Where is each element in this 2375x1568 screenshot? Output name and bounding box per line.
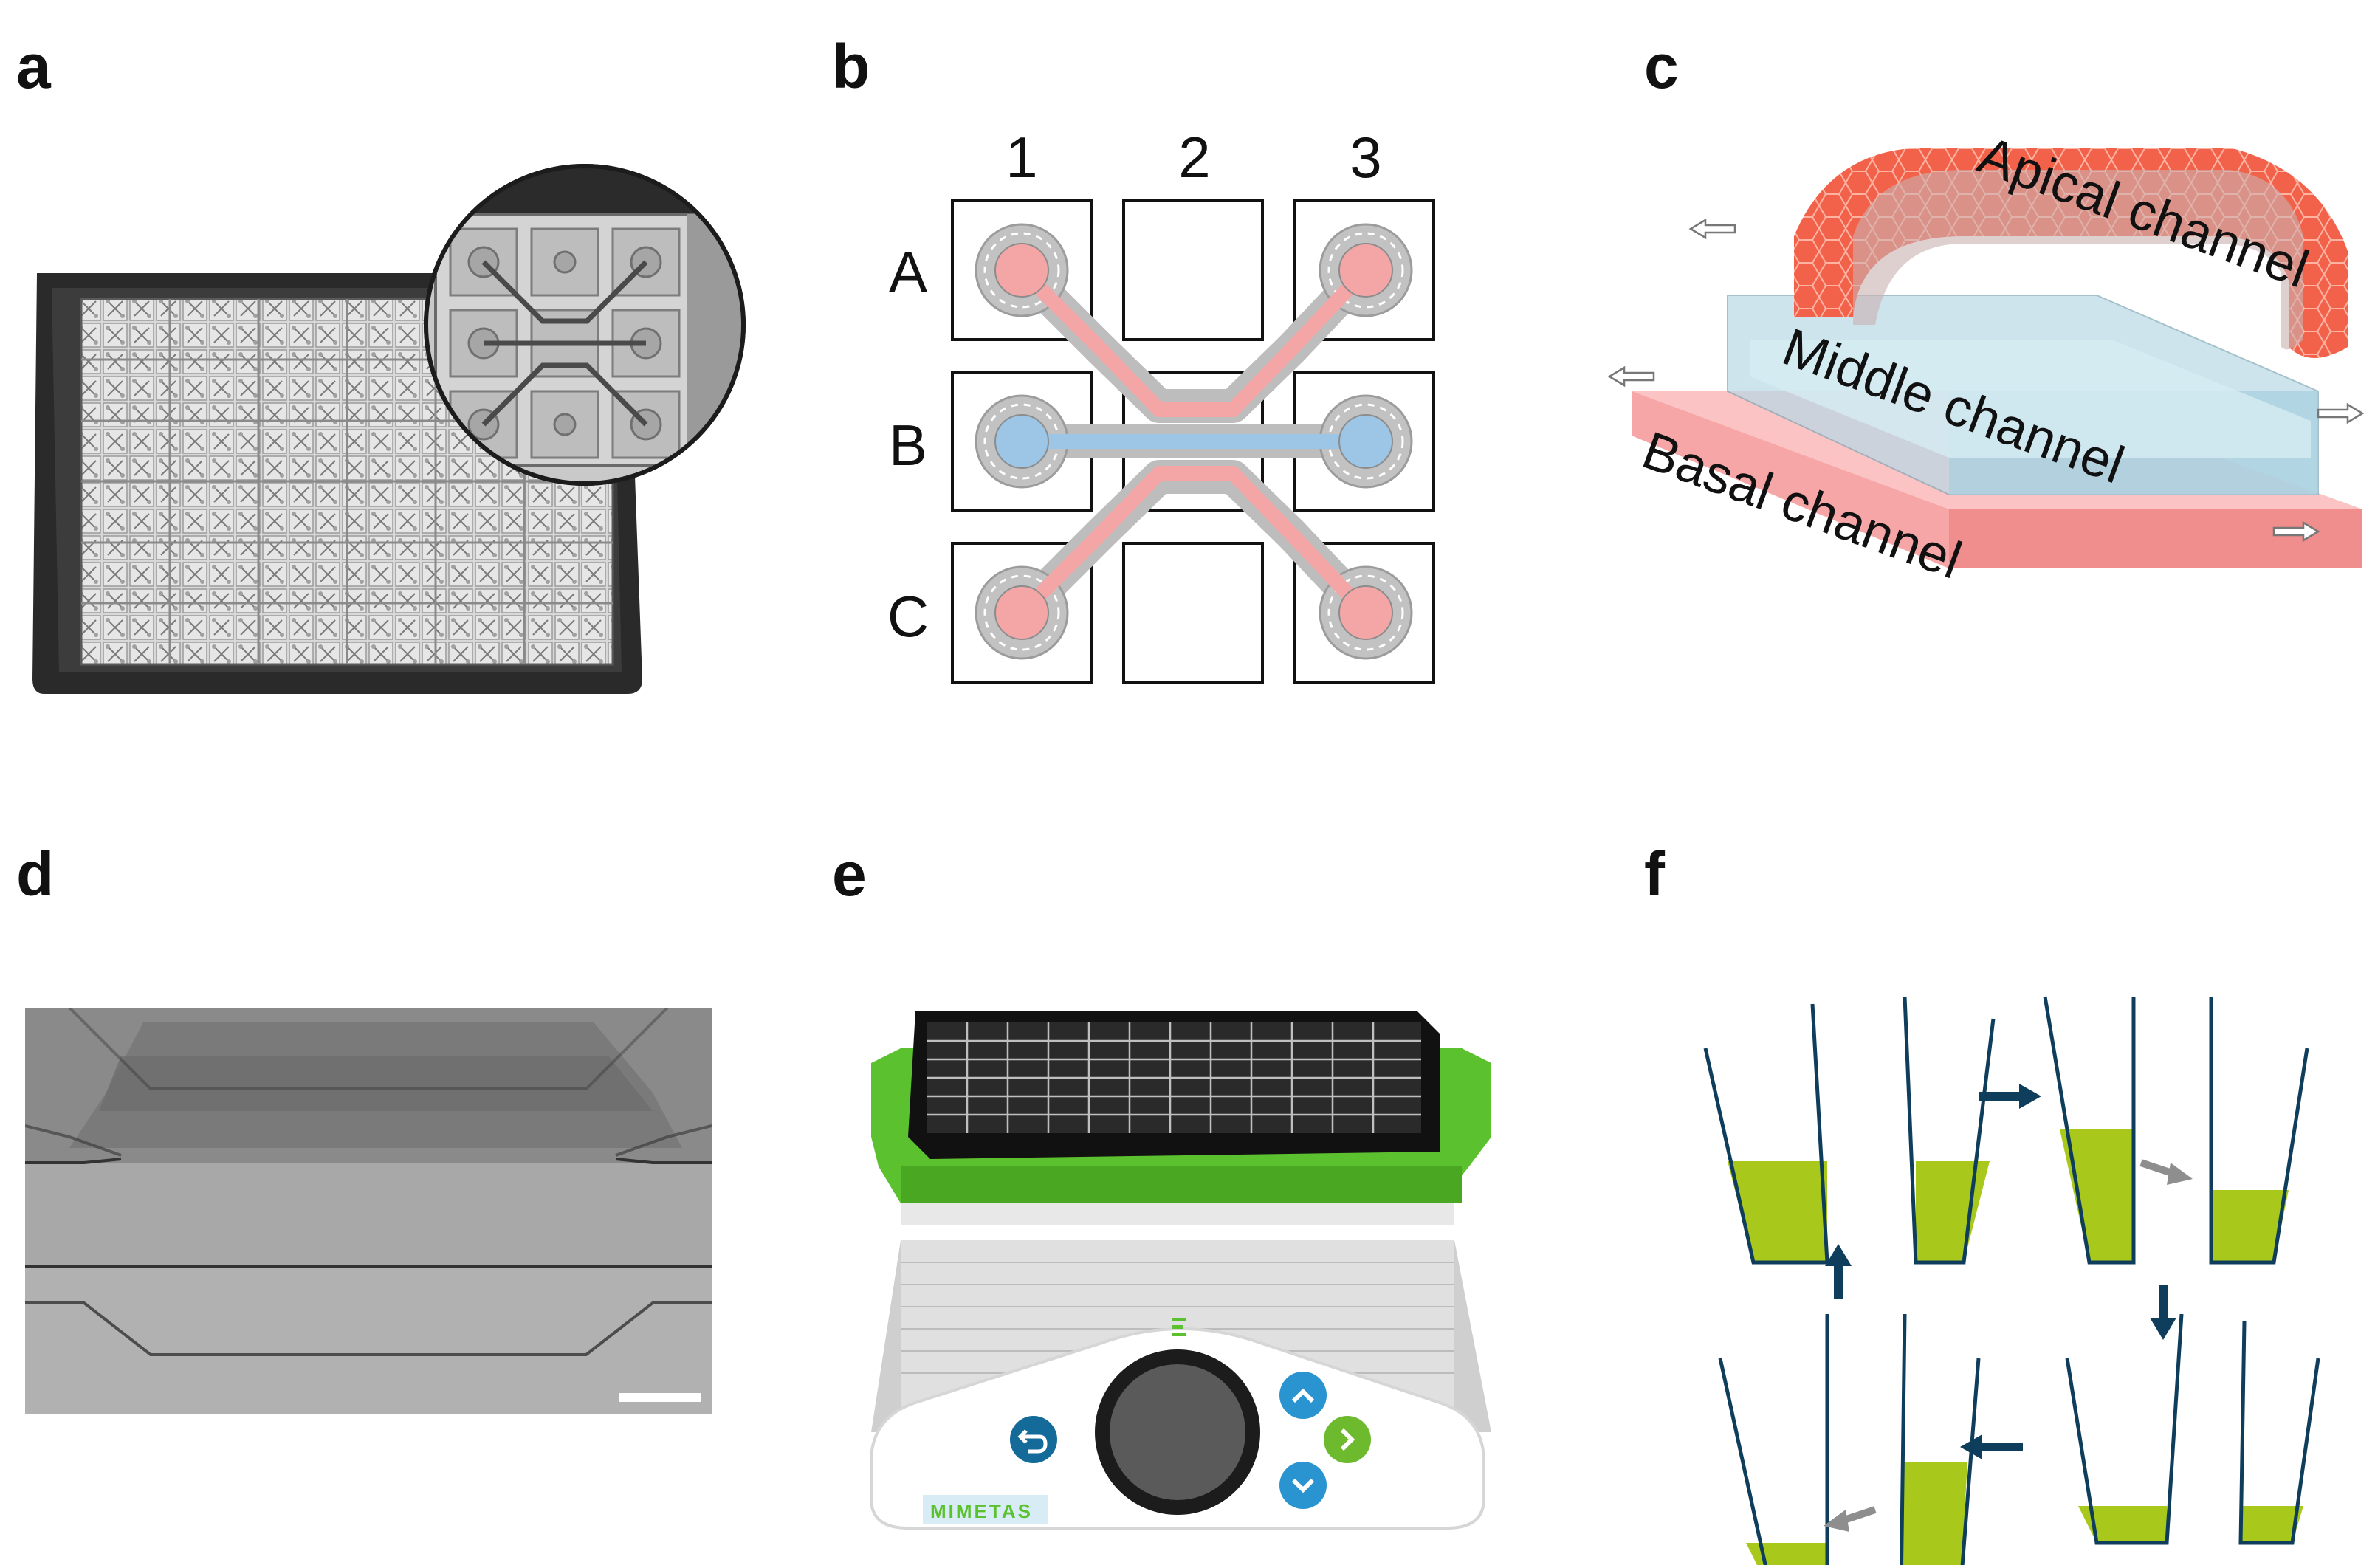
column-label-2: 2	[1178, 125, 1210, 190]
column-label-3: 3	[1350, 125, 1381, 190]
panel-label-f: f	[1644, 839, 1665, 909]
rocker-device: MIMETAS	[870, 1011, 1491, 1530]
panel-label-a: a	[16, 32, 51, 101]
scale-bar	[619, 1393, 701, 1402]
panel-label-c: c	[1644, 32, 1679, 101]
row-label-a: A	[889, 239, 927, 304]
panel-label-e: e	[832, 839, 867, 909]
panel-label-b: b	[832, 32, 870, 101]
column-label-1: 1	[1006, 125, 1037, 190]
well-state-2	[2043, 996, 2309, 1265]
panel-label-d: d	[16, 839, 55, 909]
well-state-3	[2065, 1313, 2320, 1545]
plate-photo	[32, 164, 746, 694]
chip-layout-diagram: 1 2 3 A B C	[887, 125, 1435, 684]
right-chevron-icon[interactable]	[1324, 1416, 1371, 1463]
rocking-cycle-diagram	[1703, 996, 2320, 1565]
well-state-1	[1703, 996, 1996, 1265]
row-label-c: C	[887, 584, 929, 649]
up-chevron-icon[interactable]	[1279, 1372, 1327, 1419]
brand-logo: MIMETAS	[930, 1500, 1033, 1522]
down-chevron-icon[interactable]	[1279, 1462, 1327, 1509]
well-state-4	[1718, 1313, 1981, 1565]
row-label-b: B	[889, 413, 927, 478]
channel-3d-diagram: Apical channel Middle channel Basal chan…	[1607, 125, 2365, 591]
microscopy-image	[25, 1008, 712, 1414]
back-arrow-icon[interactable]	[1010, 1416, 1057, 1463]
